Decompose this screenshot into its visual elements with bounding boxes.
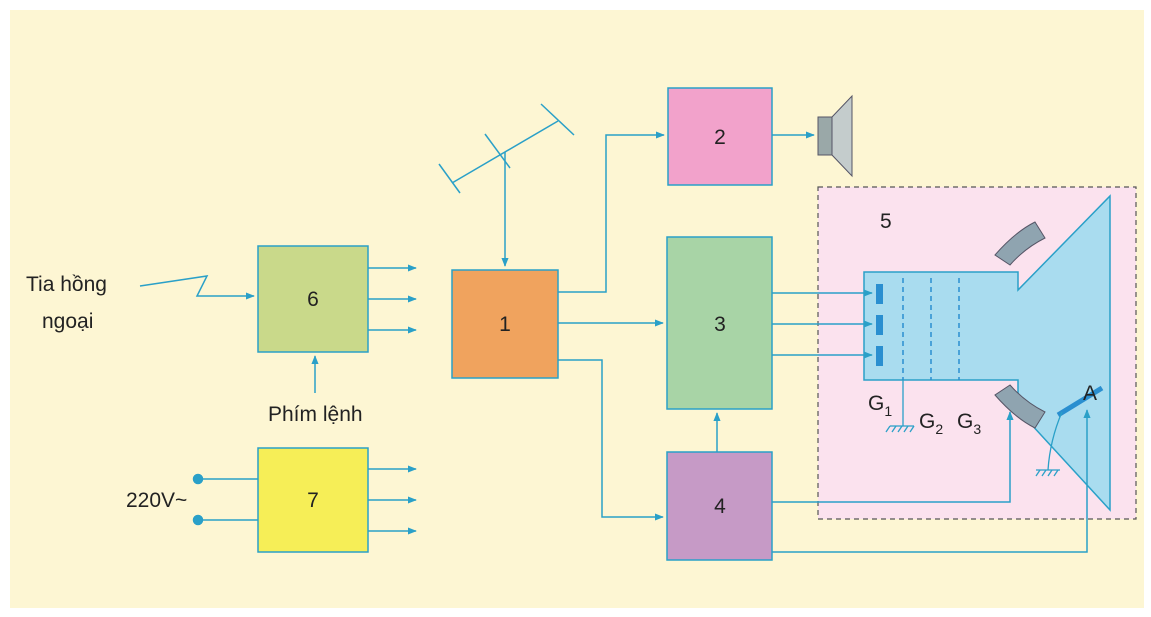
block-6-outputs xyxy=(368,264,417,334)
block-1-label: 1 xyxy=(499,313,511,336)
block-6 xyxy=(257,245,369,353)
block-3 xyxy=(666,236,773,410)
block-7 xyxy=(257,447,369,553)
block-1 xyxy=(451,269,559,379)
ir-label-line1: Tia hồng xyxy=(26,273,107,296)
block-4 xyxy=(666,451,773,561)
ir-signal-line xyxy=(139,275,255,300)
anode-plate xyxy=(1056,385,1104,418)
deflection-yoke-bottom xyxy=(994,384,1046,429)
block-5-label: 5 xyxy=(880,210,892,233)
signal-connections xyxy=(558,131,1091,553)
block-7-label: 7 xyxy=(307,489,319,512)
anode-ground-wire xyxy=(1047,411,1063,471)
mains-label: 220V~ xyxy=(126,489,187,512)
g1-ground-icon xyxy=(885,380,915,433)
deflection-yoke-top xyxy=(994,221,1046,266)
ir-label-line2: ngoại xyxy=(42,310,93,333)
block-6-label: 6 xyxy=(307,288,319,311)
mains-input-terminals xyxy=(192,473,258,526)
block-4-label: 4 xyxy=(714,495,726,518)
block-3-label: 3 xyxy=(714,313,726,336)
block-2-label: 2 xyxy=(714,126,726,149)
block-2 xyxy=(667,87,773,186)
anode-label: A xyxy=(1083,382,1097,405)
antenna-icon xyxy=(438,103,575,194)
g2-label: G2 xyxy=(919,410,943,437)
cathodes xyxy=(876,284,883,366)
g3-label: G3 xyxy=(957,410,981,437)
keys-label: Phím lệnh xyxy=(268,403,363,426)
crt-tube xyxy=(863,194,1111,512)
block-7-outputs xyxy=(368,465,417,535)
anode-ground-icon xyxy=(1035,469,1060,477)
g1-label: G1 xyxy=(868,392,892,419)
speaker-icon xyxy=(817,94,853,178)
